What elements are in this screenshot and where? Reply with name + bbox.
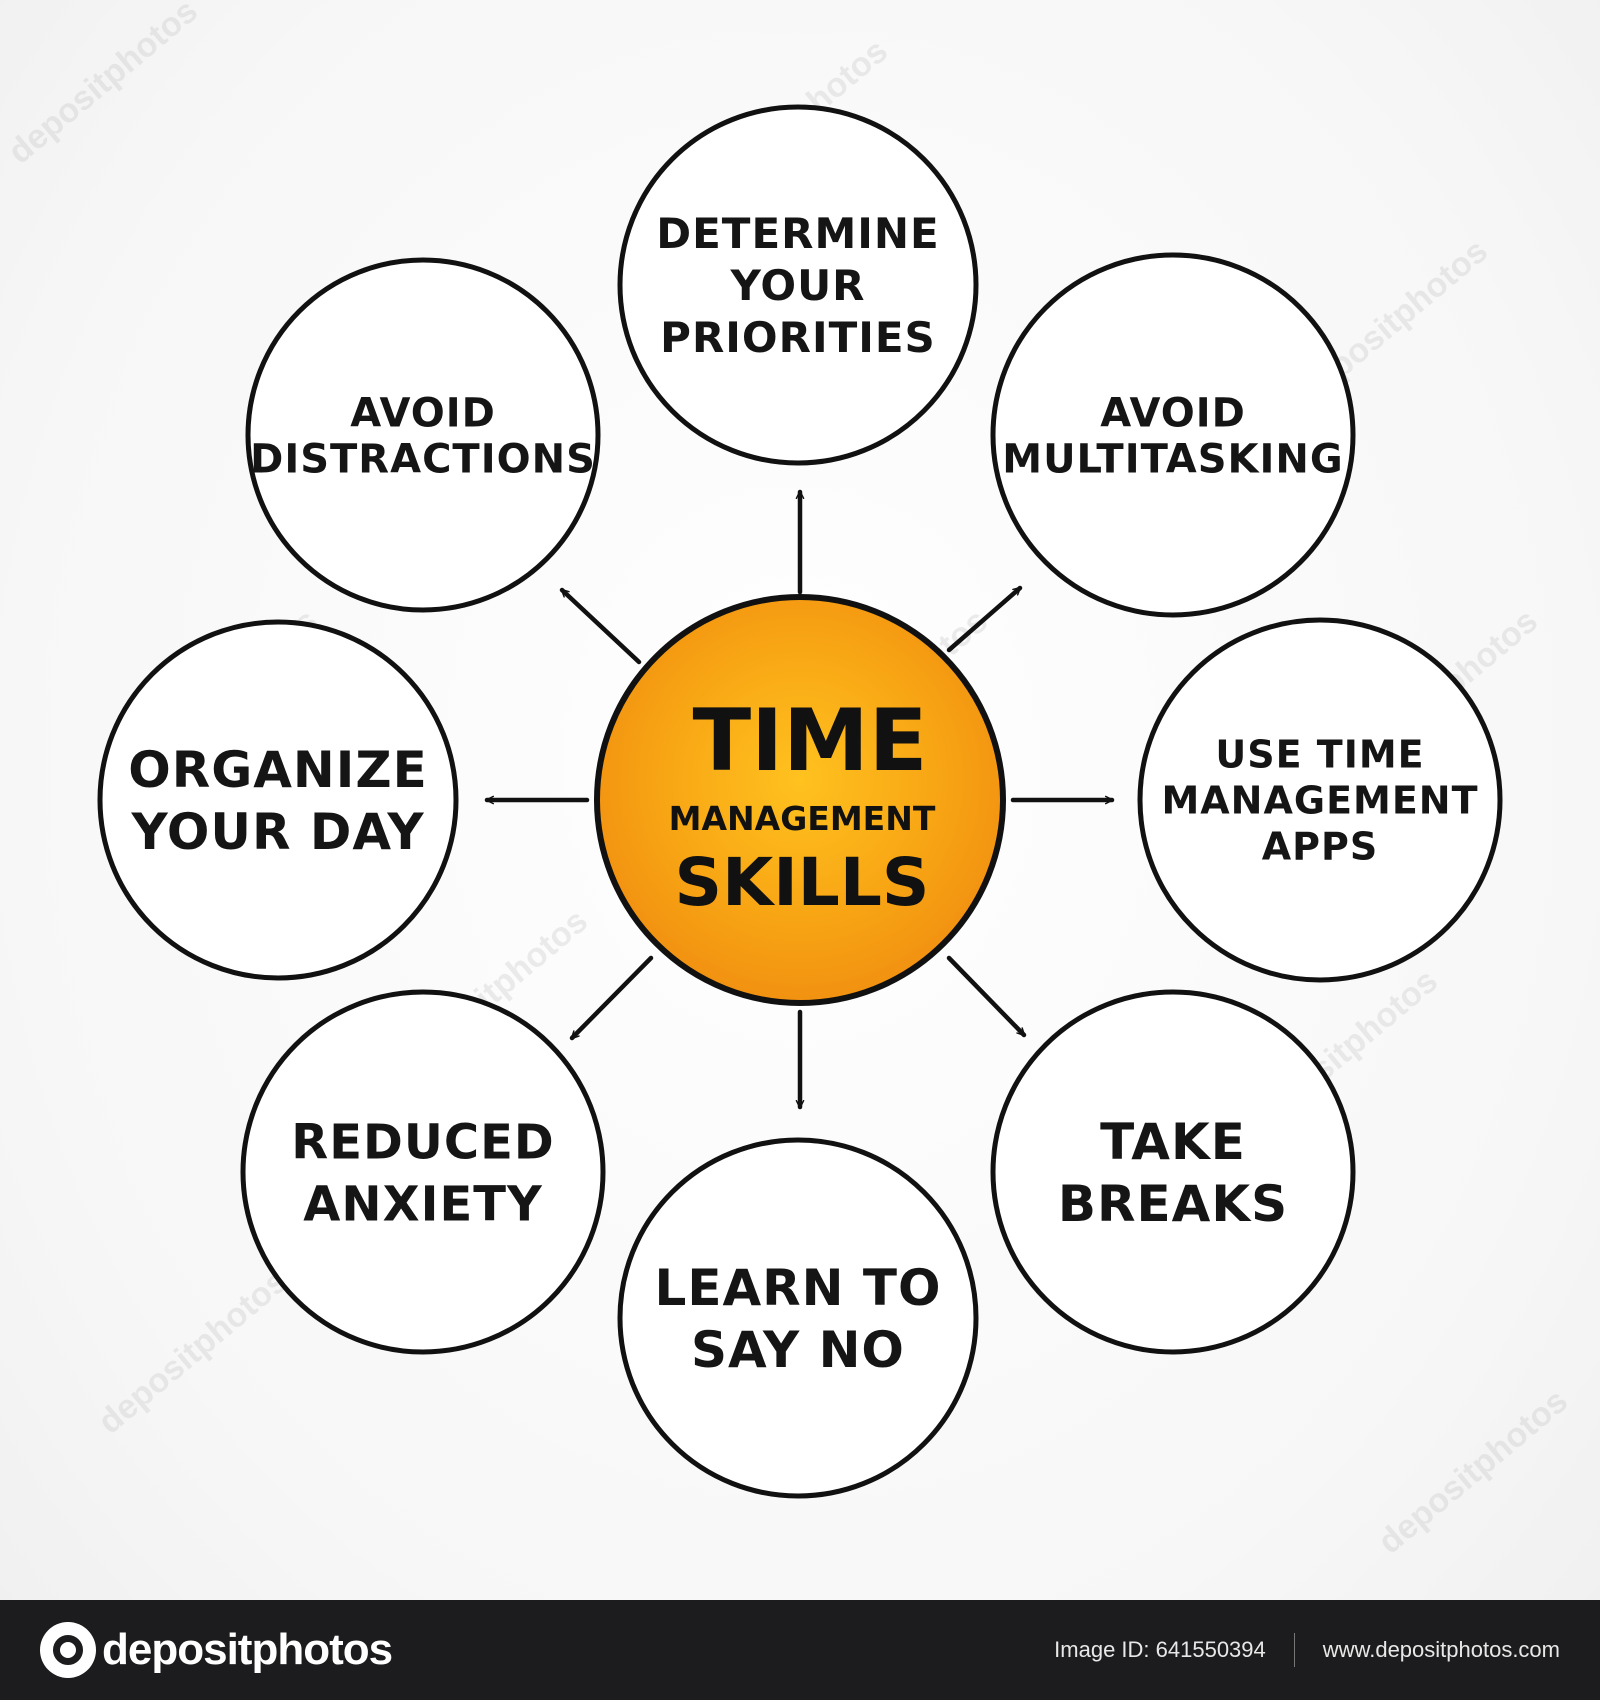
node-label-line: AVOID xyxy=(1100,390,1246,436)
node-label-line: ANXIETY xyxy=(303,1176,543,1232)
outer-nodes: DETERMINEYOURPRIORITIESAVOIDMULTITASKING… xyxy=(97,104,1503,1499)
node-label-line: LEARN TO xyxy=(654,1259,941,1317)
node-label-line: AVOID xyxy=(350,390,496,436)
node-label-line: DISTRACTIONS xyxy=(250,436,596,482)
center-title-line2: MANAGEMENT xyxy=(669,799,936,838)
node-label-line: APPS xyxy=(1262,825,1378,869)
node-circle xyxy=(240,989,606,1355)
node-label-line: USE TIME xyxy=(1215,733,1424,777)
watermark-text: depositphotos xyxy=(91,1262,295,1442)
center-circle xyxy=(594,594,1006,1006)
node-circle xyxy=(617,1137,979,1499)
node-circle xyxy=(245,257,601,613)
node-label-line: PRIORITIES xyxy=(660,313,936,362)
footer-divider xyxy=(1293,1633,1295,1667)
node-circle xyxy=(617,104,979,466)
node-label-line: MULTITASKING xyxy=(1002,436,1343,482)
node-label-line: DETERMINE xyxy=(656,209,940,258)
depositphotos-logo-icon xyxy=(40,1622,96,1678)
node-label-line: TAKE xyxy=(1100,1113,1246,1171)
node-reduced-anxiety: REDUCED ANXIETY xyxy=(240,989,606,1355)
brand[interactable]: depositphotos xyxy=(40,1622,393,1678)
node-label-line: YOUR DAY xyxy=(130,803,424,861)
node-circle xyxy=(97,619,459,981)
footer-bar: depositphotos Image ID: 641550394 www.de… xyxy=(0,1600,1600,1700)
arrow-to-avoid-distractions xyxy=(559,587,642,665)
watermark-text: depositphotos xyxy=(1,0,205,171)
arrow-to-avoid-multitasking xyxy=(946,585,1023,653)
node-label-line: MANAGEMENT xyxy=(1161,779,1478,823)
node-label-line: REDUCED xyxy=(291,1114,554,1170)
node-label-line: SAY NO xyxy=(691,1321,905,1379)
arrow-to-reduced-anxiety xyxy=(569,955,654,1041)
node-circle xyxy=(990,252,1356,618)
node-label-line: BREAKS xyxy=(1058,1175,1288,1233)
footer-url[interactable]: www.depositphotos.com xyxy=(1322,1637,1560,1662)
connector-arrows xyxy=(484,489,1115,1110)
brand-name: depositphotos xyxy=(102,1625,393,1674)
center-node: TIME MANAGEMENT SKILLS xyxy=(594,594,1006,1006)
node-label-line: YOUR xyxy=(729,261,865,310)
center-title-line3: SKILLS xyxy=(675,844,930,921)
center-title-line1: TIME xyxy=(693,691,928,791)
node-circle xyxy=(1137,617,1503,983)
watermark-text: depositphotos xyxy=(1371,1382,1575,1562)
image-id: Image ID: 641550394 xyxy=(1054,1637,1266,1662)
node-circle xyxy=(990,989,1356,1355)
arrow-to-take-breaks xyxy=(946,955,1027,1038)
node-label-line: ORGANIZE xyxy=(128,741,428,799)
footer-info: Image ID: 641550394 www.depositphotos.co… xyxy=(1054,1633,1560,1667)
